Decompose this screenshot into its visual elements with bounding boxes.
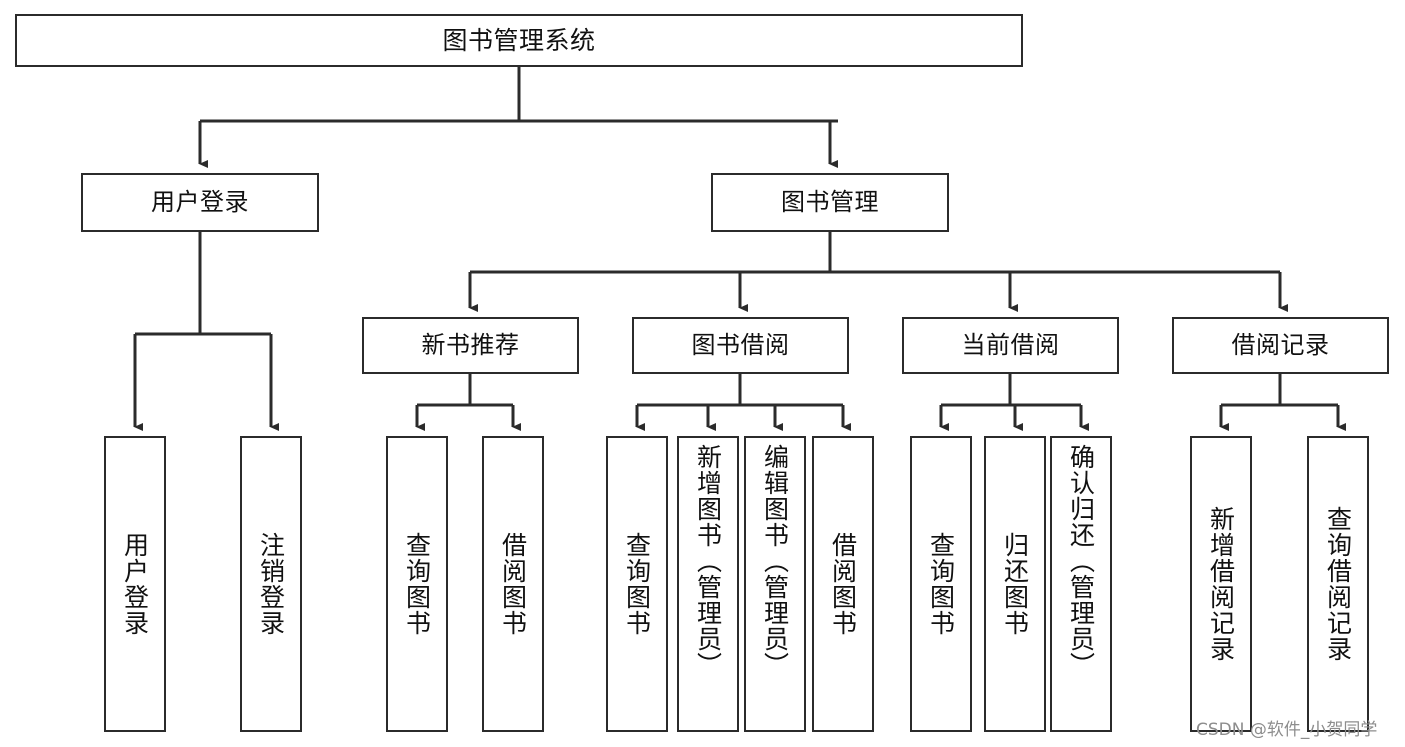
node-leaf-query-record[interactable]: 查询借阅记录 [1307,436,1369,732]
node-current-borrow[interactable]: 当前借阅 [902,317,1119,374]
node-current-borrow-label: 当前借阅 [961,331,1060,360]
node-leaf-add-record-label: 新增借阅记录 [1206,506,1236,662]
node-root-label: 图书管理系统 [442,25,596,55]
node-book-borrow-label: 图书借阅 [691,331,790,360]
node-leaf-confirm-return[interactable]: 确认归还（管理员） [1050,436,1112,732]
node-leaf-query-book-3-label: 查询图书 [926,532,956,636]
node-leaf-logout-label: 注销登录 [256,532,286,636]
node-new-book-rec[interactable]: 新书推荐 [362,317,579,374]
node-leaf-query-record-label: 查询借阅记录 [1323,506,1353,662]
node-leaf-query-book-3[interactable]: 查询图书 [910,436,972,732]
node-leaf-borrow-book-2-label: 借阅图书 [828,532,858,636]
node-book-borrow[interactable]: 图书借阅 [632,317,849,374]
node-root[interactable]: 图书管理系统 [15,14,1023,67]
node-leaf-return-book[interactable]: 归还图书 [984,436,1046,732]
node-user-login[interactable]: 用户登录 [81,173,319,232]
watermark: CSDN @软件_小贺同学 [1196,720,1378,740]
node-user-login-label: 用户登录 [151,188,249,217]
node-leaf-add-book-label: 新增图书（管理员） [693,444,723,678]
node-book-manage-label: 图书管理 [781,188,879,217]
node-leaf-query-book-2[interactable]: 查询图书 [606,436,668,732]
node-leaf-query-book-1[interactable]: 查询图书 [386,436,448,732]
node-leaf-user-login-label: 用户登录 [120,532,150,636]
node-borrow-record-label: 借阅记录 [1231,331,1330,360]
node-leaf-edit-book[interactable]: 编辑图书（管理员） [744,436,806,732]
node-leaf-logout[interactable]: 注销登录 [240,436,302,732]
node-book-manage[interactable]: 图书管理 [711,173,949,232]
node-borrow-record[interactable]: 借阅记录 [1172,317,1389,374]
node-leaf-return-book-label: 归还图书 [1000,532,1030,636]
node-new-book-rec-label: 新书推荐 [421,331,520,360]
node-leaf-query-book-1-label: 查询图书 [402,532,432,636]
node-leaf-add-record[interactable]: 新增借阅记录 [1190,436,1252,732]
node-leaf-borrow-book-2[interactable]: 借阅图书 [812,436,874,732]
node-leaf-user-login[interactable]: 用户登录 [104,436,166,732]
node-leaf-confirm-return-label: 确认归还（管理员） [1066,444,1096,678]
node-leaf-query-book-2-label: 查询图书 [622,532,652,636]
node-leaf-add-book[interactable]: 新增图书（管理员） [677,436,739,732]
node-leaf-borrow-book-1-label: 借阅图书 [498,532,528,636]
node-leaf-borrow-book-1[interactable]: 借阅图书 [482,436,544,732]
node-leaf-edit-book-label: 编辑图书（管理员） [760,444,790,678]
